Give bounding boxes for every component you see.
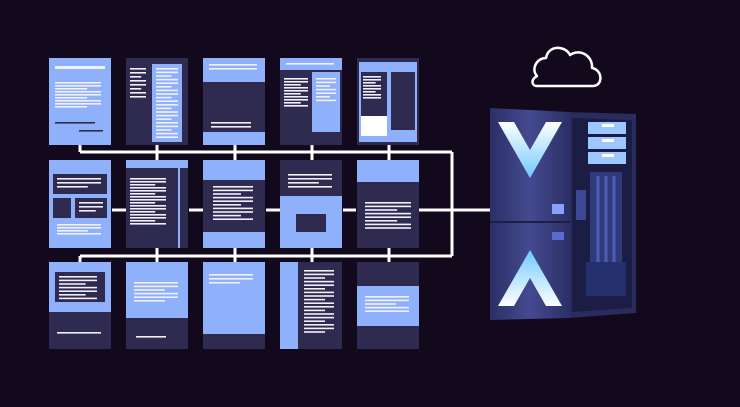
document-page-icon <box>357 160 419 248</box>
server-rack-icon <box>490 108 636 320</box>
document-page-icon <box>357 58 419 145</box>
network-connectors <box>78 145 490 262</box>
document-page-icon <box>357 262 419 349</box>
document-page-icon <box>203 262 265 349</box>
document-page-icon <box>49 262 111 349</box>
document-pages <box>49 58 419 349</box>
document-page-icon <box>126 262 188 349</box>
document-page-icon <box>126 160 188 248</box>
document-page-icon <box>280 58 342 145</box>
document-page-icon <box>203 160 265 248</box>
document-page-icon <box>49 58 111 145</box>
document-page-icon <box>280 160 342 248</box>
document-page-icon <box>280 262 342 349</box>
cloud-icon <box>531 46 602 88</box>
document-page-icon <box>203 58 265 145</box>
document-page-icon <box>49 160 111 248</box>
document-page-icon <box>126 58 188 145</box>
